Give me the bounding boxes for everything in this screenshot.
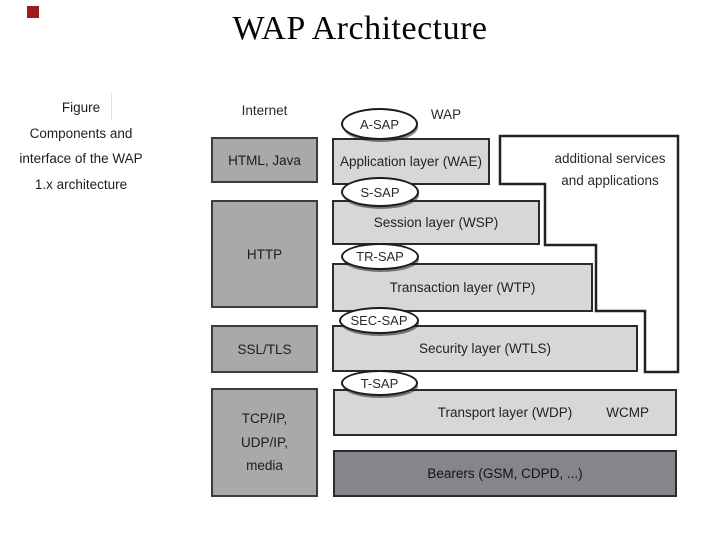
a-sap-oval: A-SAP: [341, 108, 418, 140]
caption-line: 1.x architecture: [34, 176, 128, 192]
tcpip-line: UDP/IP,: [240, 434, 289, 450]
s-sap-oval: S-SAP: [341, 177, 419, 207]
html-java-box: HTML, Java: [211, 137, 318, 183]
transport-layer-box: Transport layer (WDP) WCMP: [333, 389, 677, 436]
red-square-decoration: [27, 6, 39, 18]
caption-whitebox-artifact: [111, 93, 168, 120]
wap-column-label: WAP: [430, 107, 462, 122]
transport-layer-label: Transport layer (WDP): [437, 405, 573, 420]
figure-caption: Figure Components and interface of the W…: [0, 95, 162, 197]
session-layer-label: Session layer (WSP): [373, 215, 499, 230]
tr-sap-oval: TR-SAP: [341, 243, 419, 270]
sec-sap-label: SEC-SAP: [350, 313, 408, 328]
application-layer-box: Application layer (WAE): [332, 138, 490, 185]
tr-sap-label: TR-SAP: [356, 249, 404, 264]
transaction-layer-label: Transaction layer (WTP): [389, 280, 536, 295]
transaction-layer-box: Transaction layer (WTP): [332, 263, 593, 312]
tcpip-line: TCP/IP,: [241, 411, 288, 427]
internet-column-label: Internet: [241, 103, 288, 118]
caption-line: interface of the WAP: [19, 151, 143, 166]
http-label: HTTP: [246, 246, 283, 262]
s-sap-label: S-SAP: [360, 184, 400, 200]
http-box: HTTP: [211, 200, 318, 308]
bearers-box: Bearers (GSM, CDPD, ...): [333, 450, 677, 497]
tcpip-box: TCP/IP, UDP/IP, media: [211, 388, 318, 497]
transport-layer-inner: Transport layer (WDP) WCMP: [335, 391, 675, 434]
ssl-tls-box: SSL/TLS: [211, 325, 318, 373]
t-sap-label: T-SAP: [360, 375, 399, 391]
application-layer-label: Application layer (WAE): [339, 154, 483, 169]
tcpip-label: TCP/IP, UDP/IP, media: [241, 407, 288, 478]
sec-sap-oval: SEC-SAP: [339, 307, 419, 334]
wcmp-label: WCMP: [606, 405, 649, 420]
tcpip-line: media: [246, 458, 283, 474]
additional-services-line1: additional services: [554, 151, 666, 166]
additional-services-line2: and applications: [561, 173, 659, 188]
html-java-label: HTML, Java: [228, 152, 301, 168]
session-layer-box: Session layer (WSP): [332, 200, 540, 245]
security-layer-label: Security layer (WTLS): [418, 341, 552, 356]
page-title: WAP Architecture: [232, 10, 488, 47]
a-sap-label: A-SAP: [359, 116, 399, 132]
caption-line: Components and: [29, 125, 133, 141]
t-sap-oval: T-SAP: [341, 370, 418, 396]
ssl-tls-label: SSL/TLS: [237, 341, 292, 357]
bearers-label: Bearers (GSM, CDPD, ...): [427, 466, 583, 481]
caption-line: Figure: [61, 100, 101, 115]
additional-services-label: additional services and applications: [545, 148, 675, 192]
